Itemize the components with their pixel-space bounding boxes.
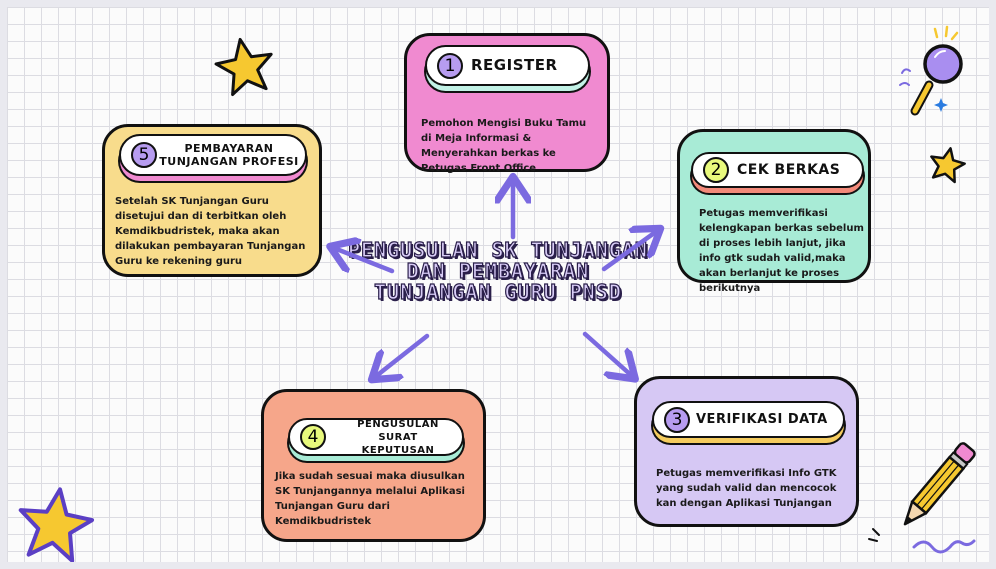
step-verifikasi-card: 3 VERIFIKASI DATA Petugas memverifikasi … [634,376,859,527]
step-register-header: 1 REGISTER [425,45,590,86]
step-description: Setelah SK Tunjangan Guru disetujui dan … [115,196,306,267]
magnifier-icon [899,25,963,116]
step-title: VERIFIKASI DATA [696,412,828,427]
center-title: PENGUSULAN SK TUNJANGAN DAN PEMBAYARAN T… [347,238,648,304]
step-description: Jika sudah sesuai maka diusulkan SK Tunj… [275,471,465,527]
step-description: Petugas memverifikasi kelengkapan berkas… [699,208,864,294]
step-number: 3 [664,406,690,433]
step-pembayaran-card: 5 PEMBAYARAN TUNJANGAN PROFESI Setelah S… [102,124,322,277]
step-verifikasi-header: 3 VERIFIKASI DATA [652,401,845,438]
pencil-icon [903,442,976,526]
arrow-to-pembayaran [334,248,395,274]
arrow-to-cek-berkas [601,231,657,272]
step-cek-berkas-card: 2 CEK BERKAS Petugas memverifikasi kelen… [677,129,871,294]
step-description: Pemohon Mengisi Buku Tamu di Meja Inform… [421,118,587,174]
sparkle-icon [934,98,948,112]
diagram-canvas: 1 REGISTER Pemohon Mengisi Buku Tamu di … [7,7,989,562]
step-number: 2 [703,157,729,183]
arrow-to-pengusulan [375,333,430,377]
star-icon [214,37,273,97]
step-title: CEK BERKAS [737,161,841,178]
step-number: 5 [131,142,157,168]
squiggle-icon [912,539,976,554]
step-pengusulan-card: 4 PENGUSULAN SURAT KEPUTUSAN Jika sudah … [261,389,486,542]
star-icon [930,147,966,184]
step-title: REGISTER [471,56,558,74]
step-number: 4 [300,424,326,450]
step-description: Petugas memverifikasi Info GTK yang suda… [656,468,837,509]
step-title: PEMBAYARAN TUNJANGAN PROFESI [159,142,299,168]
step-title: PENGUSULAN SURAT KEPUTUSAN [357,418,439,456]
diagram-overlay [18,25,976,562]
step-pembayaran-header: 5 PEMBAYARAN TUNJANGAN PROFESI [119,134,307,176]
arrow-to-verifikasi [582,331,632,376]
star-icon [18,487,95,562]
step-pengusulan-header: 4 PENGUSULAN SURAT KEPUTUSAN [288,418,464,456]
step-cek-berkas-header: 2 CEK BERKAS [691,152,864,188]
step-register-card: 1 REGISTER Pemohon Mengisi Buku Tamu di … [404,33,610,174]
step-number: 1 [437,52,463,79]
